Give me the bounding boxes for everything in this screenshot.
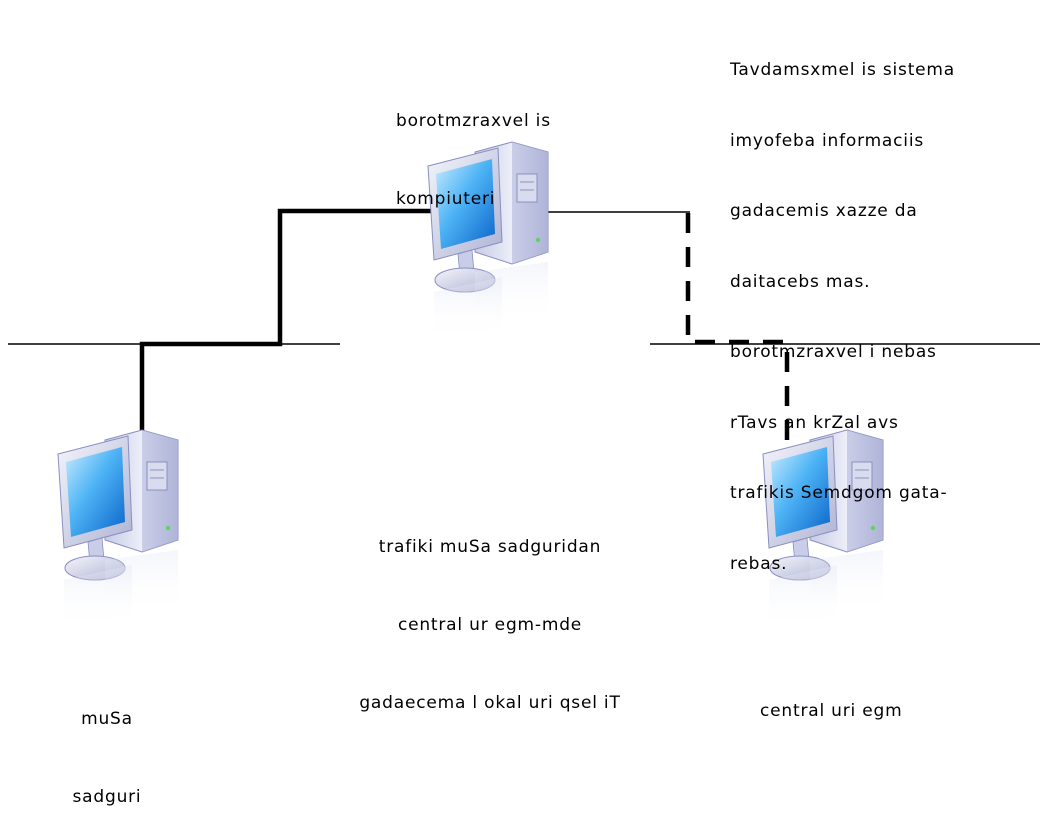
- network-diagram: [8, 141, 1040, 631]
- attack-description: Tavdamsxmel is sistema imyofeba informac…: [730, 12, 955, 600]
- gateway-label: central uri egm: [760, 654, 902, 746]
- user-label-line1: muSa: [81, 709, 133, 729]
- server-label-line1: borotmzraxvel is: [396, 111, 551, 131]
- server-label-line2: kompiuteri: [396, 189, 496, 209]
- description-line: rTavs an krZal avs: [730, 412, 899, 433]
- description-line: Tavdamsxmel is sistema: [730, 60, 956, 80]
- traffic-note: trafiki muSa sadguridan central ur egm-m…: [300, 482, 680, 742]
- description-line: imyofeba informaciis: [730, 130, 925, 151]
- traffic-note-line: gadaecema l okal uri qsel iT: [359, 693, 621, 713]
- gateway-label-text: central uri egm: [760, 701, 903, 721]
- description-line: borotmzraxvel i nebas: [730, 342, 937, 362]
- user-computer-icon: [57, 429, 179, 631]
- workstation-to-server-path: [139, 208, 436, 456]
- traffic-note-line: trafiki muSa sadguridan: [378, 537, 602, 557]
- description-line: daitacebs mas.: [730, 271, 871, 292]
- server-to-gateway-dashed-path: [685, 213, 790, 440]
- description-line: rebas.: [730, 553, 788, 574]
- user-label: muSa sadguri: [52, 654, 162, 836]
- server-label: borotmzraxvel is kompiuteri: [396, 56, 551, 238]
- traffic-note-line: central ur egm-mde: [397, 615, 583, 635]
- description-line: gadacemis xazze da: [730, 201, 918, 221]
- description-line: trafikis Semdgom gata-: [730, 483, 948, 503]
- user-label-line2: sadguri: [72, 787, 142, 807]
